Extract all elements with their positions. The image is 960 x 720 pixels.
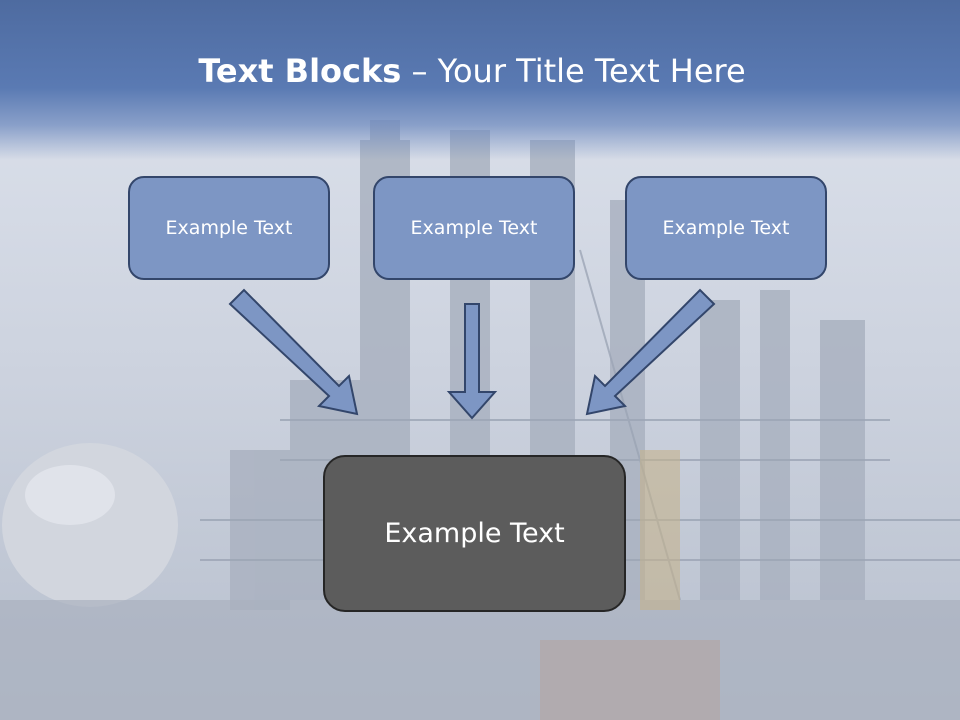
text-block-center[interactable]: Example Text (373, 176, 575, 280)
title-header-band (0, 0, 960, 160)
target-text-block-label: Example Text (384, 518, 565, 549)
slide-title-bold: Text Blocks (198, 52, 402, 90)
text-block-left-label: Example Text (165, 217, 293, 239)
target-text-block[interactable]: Example Text (323, 455, 626, 612)
slide-title[interactable]: Text Blocks – Your Title Text Here (0, 52, 944, 90)
arrow-right-to-target (585, 288, 716, 416)
arrow-center-to-target (446, 303, 498, 420)
text-block-left[interactable]: Example Text (128, 176, 330, 280)
text-block-right-label: Example Text (662, 217, 790, 239)
text-block-center-label: Example Text (410, 217, 538, 239)
text-block-right[interactable]: Example Text (625, 176, 827, 280)
slide-title-dash: – (401, 52, 438, 90)
slide-title-regular: Your Title Text Here (437, 52, 746, 90)
arrow-left-to-target (228, 288, 359, 416)
